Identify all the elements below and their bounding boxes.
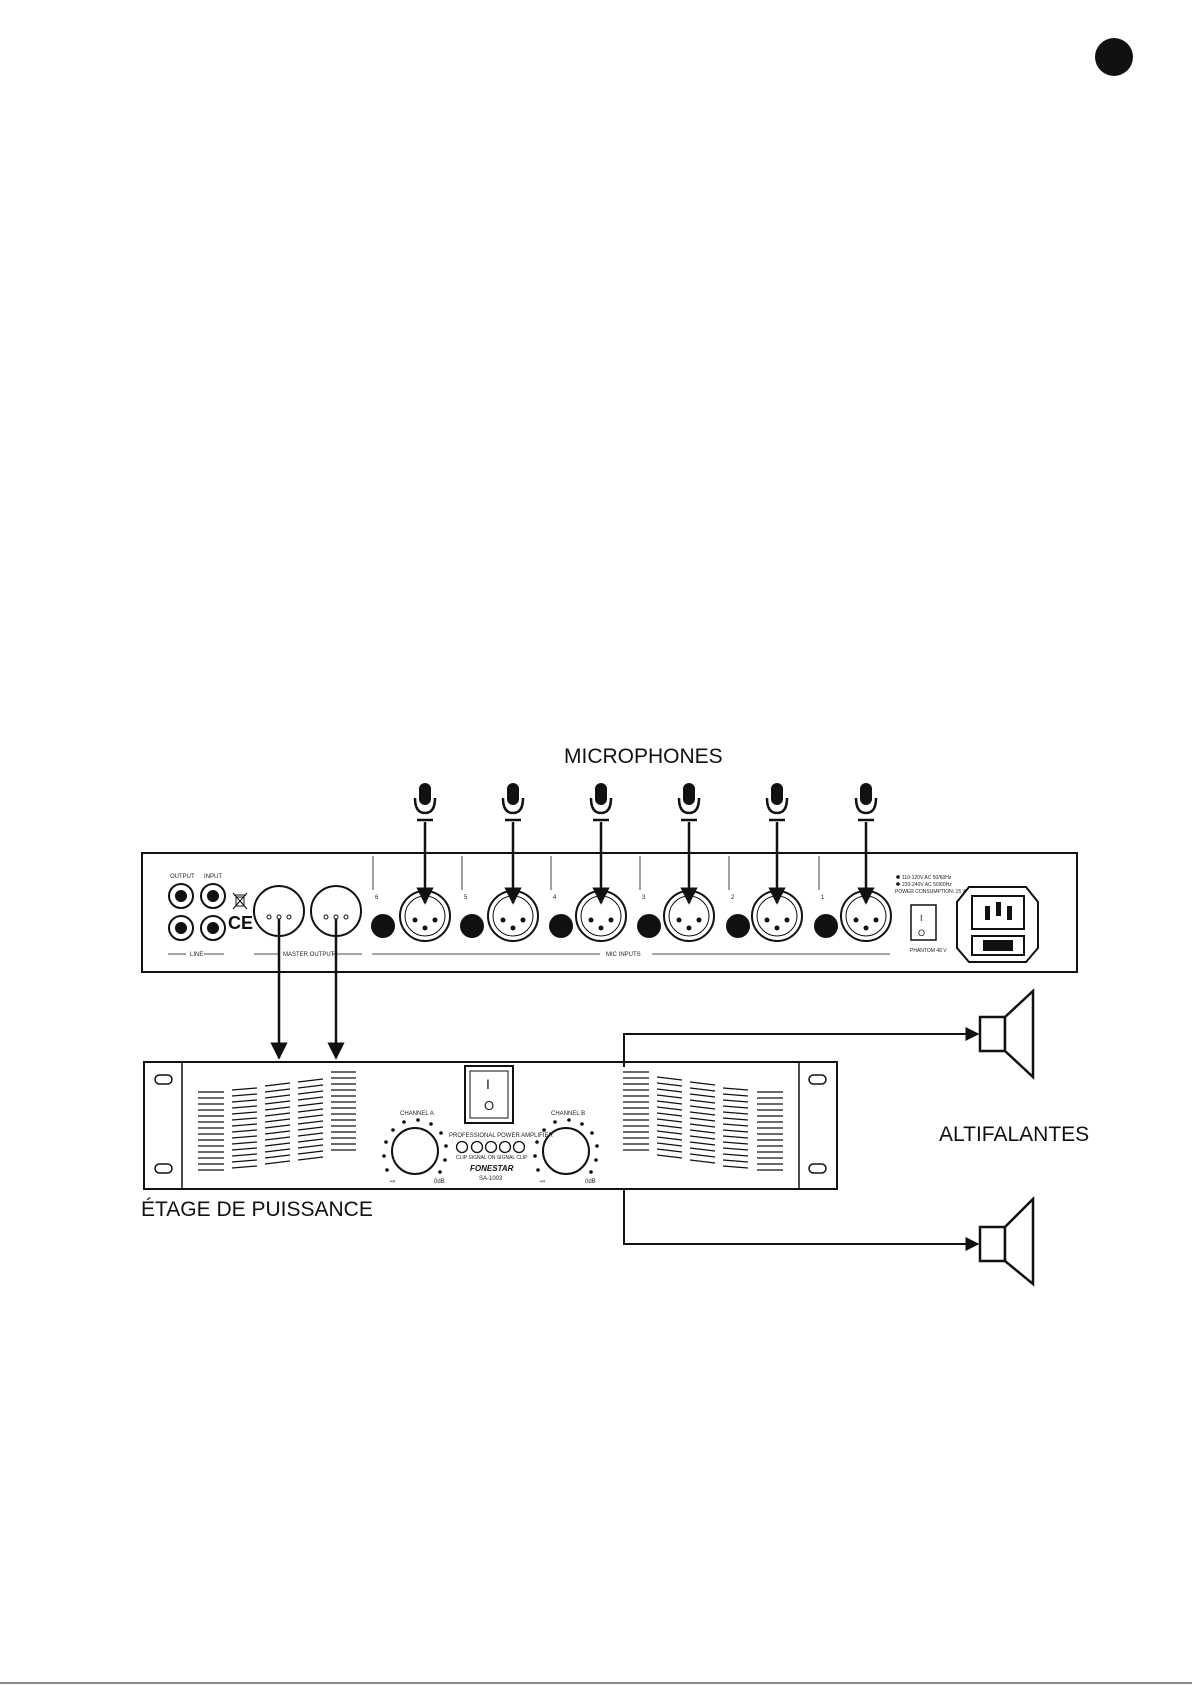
status-leds: [457, 1142, 525, 1153]
power-spec-1: 110-120V AC 50/60Hz: [902, 875, 952, 881]
microphones: [415, 783, 876, 820]
channel-a-min: -∞: [389, 1179, 395, 1185]
output-label: OUTPUT: [170, 874, 195, 880]
input-label: INPUT: [204, 874, 222, 880]
line-label: LINE: [190, 952, 203, 958]
microphone-icon: [415, 783, 435, 820]
channel-b-min: -∞: [539, 1179, 545, 1185]
brand-logo: FONESTAR: [470, 1164, 514, 1173]
amp-title: PROFESSIONAL POWER AMPLIFIER: [449, 1133, 553, 1139]
channel-b-max: 0dB: [585, 1179, 596, 1185]
channel-a-max: 0dB: [434, 1179, 445, 1185]
speaker-icon: [980, 991, 1033, 1077]
switch-off-mark: O: [918, 928, 925, 938]
power-amplifier: I O CHANNEL A -∞ 0dB CHANNEL B: [144, 1062, 837, 1189]
ce-mark: CE: [228, 913, 253, 933]
master-output-label: MASTER OUTPUT: [283, 952, 335, 958]
mixer-power-section: 110-120V AC 50/60Hz 220-240V AC 50/60Hz …: [895, 875, 1038, 962]
microphone-icon: [679, 783, 699, 820]
amp-switch-on-mark: I: [486, 1076, 490, 1092]
power-spec-2: 220-240V AC 50/60Hz: [902, 882, 952, 888]
page-marker-dot: [1095, 38, 1133, 76]
microphone-icon: [767, 783, 787, 820]
channel-b-label: CHANNEL B: [551, 1111, 585, 1117]
microphone-icon: [503, 783, 523, 820]
switch-on-mark: I: [920, 913, 923, 923]
microphone-icon: [591, 783, 611, 820]
model-number: SA-1003: [479, 1176, 503, 1182]
led-labels: CLIP SIGNAL ON SIGNAL CLIP: [456, 1155, 528, 1161]
channel-a-label: CHANNEL A: [400, 1111, 434, 1117]
speaker-icon: [980, 1199, 1033, 1284]
mic-inputs-label: MIC INPUTS: [606, 952, 641, 958]
phantom-label: PHANTOM 48 V: [910, 948, 947, 954]
amp-switch-off-mark: O: [484, 1098, 494, 1113]
mixer-rear-panel: OUTPUT INPUT LINE CE: [142, 853, 1077, 972]
microphone-icon: [856, 783, 876, 820]
power-consumption: POWER CONSUMPTION: 15 W: [895, 889, 968, 895]
